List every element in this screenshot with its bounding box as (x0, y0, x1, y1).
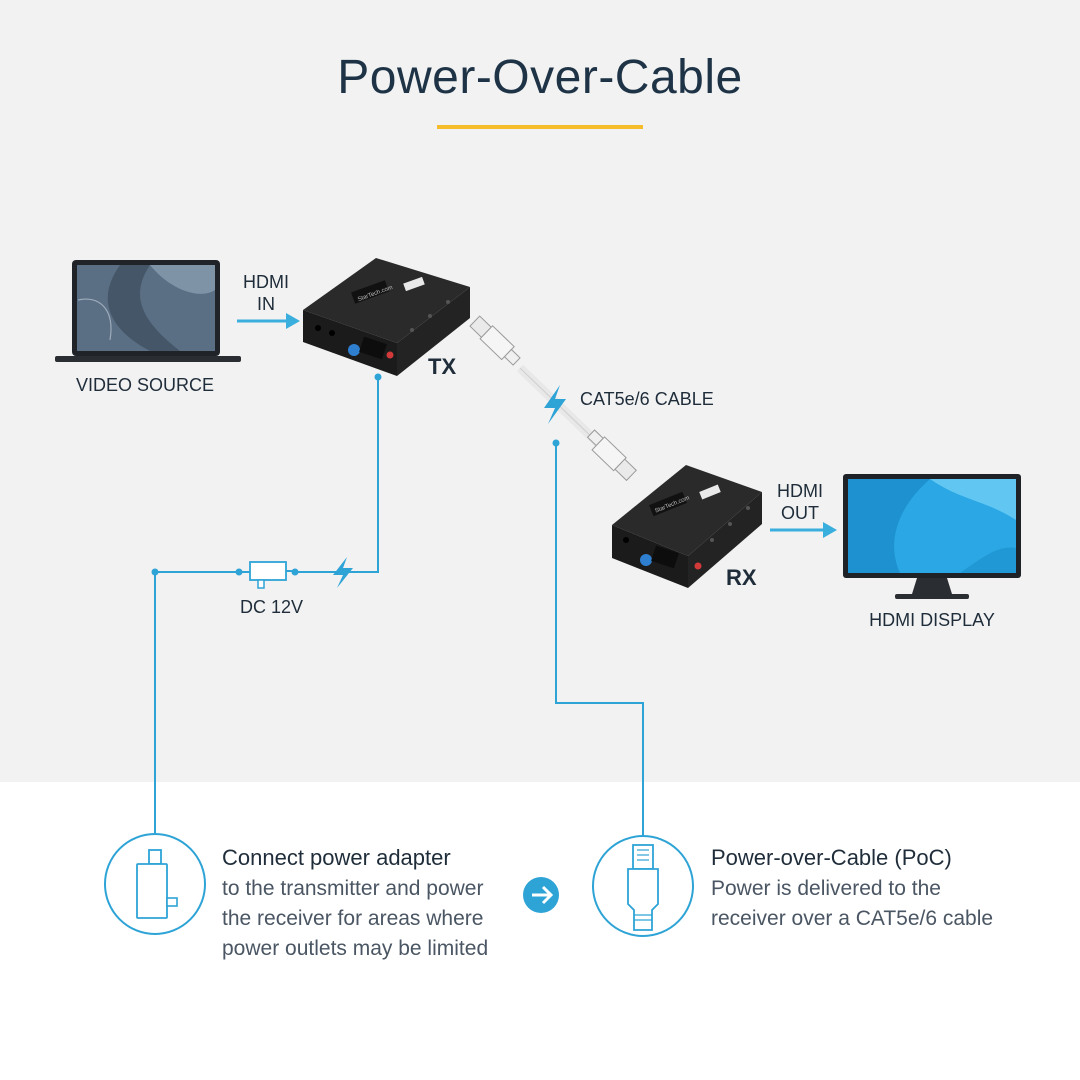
hdmi-in-label-line1: HDMI (243, 272, 289, 292)
lightning-icon (333, 557, 353, 588)
rx-label: RX (726, 565, 757, 590)
title-underline (437, 125, 643, 129)
monitor-icon (843, 474, 1021, 599)
hdmi-in-label-line2: IN (257, 294, 275, 314)
hdmi-out-label-line1: HDMI (777, 481, 823, 501)
page-title: Power-Over-Cable (337, 51, 743, 104)
power-adapter-icon (104, 833, 206, 935)
info-right-body: Power is delivered to the receiver over … (711, 877, 994, 930)
cable-lightning-icon (544, 385, 566, 424)
cable-label: CAT5e/6 CABLE (580, 389, 714, 409)
dc-adapter-icon (249, 561, 292, 589)
info-left-title: Connect power adapter (222, 845, 451, 870)
laptop-icon (55, 260, 241, 362)
arrow-right-icon (523, 877, 559, 913)
tx-label: TX (428, 354, 457, 379)
rj45-plug-icon (592, 835, 694, 937)
dc-label: DC 12V (240, 597, 304, 617)
hdmi-in-arrow (237, 313, 300, 329)
hdmi-display-label: HDMI DISPLAY (869, 610, 995, 630)
info-left-body: to the transmitter and power the receive… (222, 877, 489, 960)
hdmi-out-arrow (770, 522, 837, 538)
video-source-label: VIDEO SOURCE (75, 375, 215, 395)
rx-device (612, 465, 762, 588)
tx-device (303, 258, 470, 376)
info-right-title: Power-over-Cable (PoC) (711, 845, 952, 870)
hdmi-out-label-line2: OUT (781, 503, 819, 523)
